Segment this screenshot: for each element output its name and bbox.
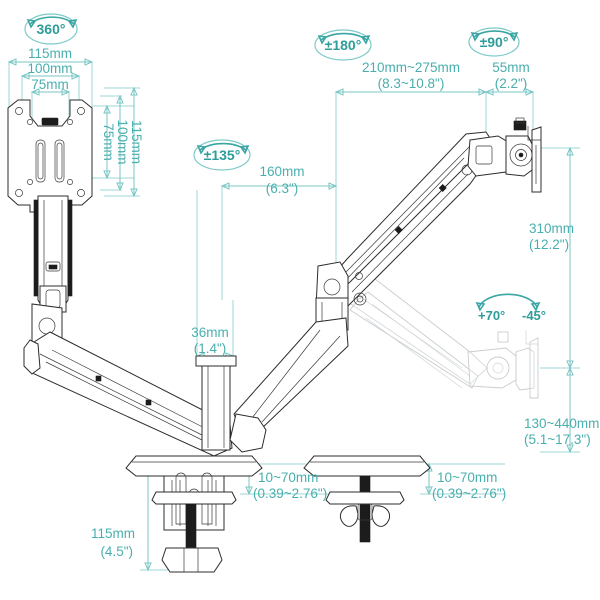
grommet-mount-base <box>303 455 431 543</box>
c-clamp-base <box>125 455 263 573</box>
dim-height-range-mm: 130~440mm <box>524 416 599 431</box>
right-gas-spring-arm <box>229 117 542 453</box>
dim-travel-310-inch: (12.2") <box>529 237 569 252</box>
dim-vesa-width-75: 75mm <box>31 77 69 92</box>
ghost-arm-lowered-position <box>335 271 539 399</box>
tilt-down-label: -45° <box>522 308 546 323</box>
dim-vesa-height-75: 75mm <box>101 123 116 161</box>
badge-label-180: ±180° <box>325 37 362 53</box>
dim-post-width-mm: 36mm <box>191 325 229 340</box>
dim-clamp-left-inch: (0.39~2.76") <box>253 486 327 501</box>
dim-vesa-height-100: 100mm <box>115 119 130 164</box>
dim-travel-310-mm: 310mm <box>529 221 574 236</box>
badge-forearm-swivel: ±135° <box>193 139 251 171</box>
badge-arm-swivel: ±180° <box>314 29 372 61</box>
badge-vesa-rotation: 360° <box>24 13 78 45</box>
dim-clamp-left-mm: 10~70mm <box>258 470 318 485</box>
dim-vesa-height-115: 115mm <box>129 120 144 164</box>
dim-head-offset-mm: 55mm <box>492 60 530 75</box>
dim-vesa-width-115: 115mm <box>28 46 72 61</box>
badge-label-135: ±135° <box>204 147 241 163</box>
dim-forearm-inch: (6.3") <box>266 181 299 196</box>
dim-post-width-inch: (1.4") <box>194 341 227 356</box>
dim-clamp-right-inch: (0.39~2.76") <box>432 486 506 501</box>
badge-label-360: 360° <box>37 21 66 37</box>
dim-head-offset-inch: (2.2") <box>495 76 528 91</box>
left-gas-spring-arm <box>23 195 233 457</box>
tilt-up-label: +70° <box>478 308 505 323</box>
tilt-indicator: +70° -45° <box>475 293 546 323</box>
dim-clamp-depth-mm: 115mm <box>91 526 135 541</box>
dim-vesa-width-100: 100mm <box>27 61 72 76</box>
dim-height-range-inch: (5.1~17.3") <box>524 432 591 447</box>
dim-reach-mm: 210mm~275mm <box>362 60 460 75</box>
center-column-post <box>195 355 237 451</box>
dim-reach-inch: (8.3~10.8") <box>378 76 445 91</box>
dim-clamp-depth-inch: (4.5") <box>100 544 133 559</box>
badge-head-swivel: ±90° <box>468 27 520 57</box>
dim-forearm-mm: 160mm <box>259 164 304 179</box>
dim-clamp-right-mm: 10~70mm <box>437 470 497 485</box>
badge-label-90: ±90° <box>480 34 509 50</box>
